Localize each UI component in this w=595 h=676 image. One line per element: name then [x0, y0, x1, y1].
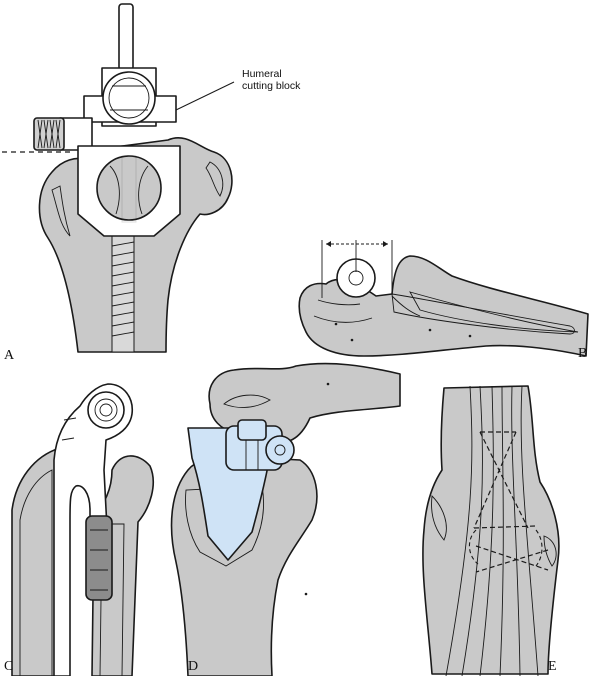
- callout-line-2: cutting block: [242, 80, 301, 92]
- alignment-rod: [118, 3, 134, 71]
- callout-line-1: Humeral: [242, 68, 282, 80]
- panel-b-figure: [298, 240, 589, 357]
- panel-label-a: A: [4, 348, 15, 363]
- sutures: [468, 431, 549, 573]
- triceps-tendon-fibers: [445, 385, 539, 676]
- panel-label-b: B: [578, 346, 588, 361]
- panel-e-figure: [422, 385, 560, 676]
- panel-label-d: D: [188, 659, 199, 674]
- intramedullary-rod: [111, 221, 135, 353]
- humeral-cutting-block: [33, 3, 181, 237]
- panel-d-figure: [170, 362, 401, 676]
- panel-a-figure: [2, 3, 235, 353]
- callout-leader: [175, 81, 235, 111]
- panel-label-c: C: [4, 659, 14, 674]
- panel-label-e: E: [548, 659, 557, 674]
- measurement-bracket: [321, 240, 393, 298]
- humeral-cutting-block-label: Humeral cutting block: [242, 68, 300, 92]
- panel-c-figure: [11, 383, 154, 676]
- elbow-joint-e: [422, 385, 560, 675]
